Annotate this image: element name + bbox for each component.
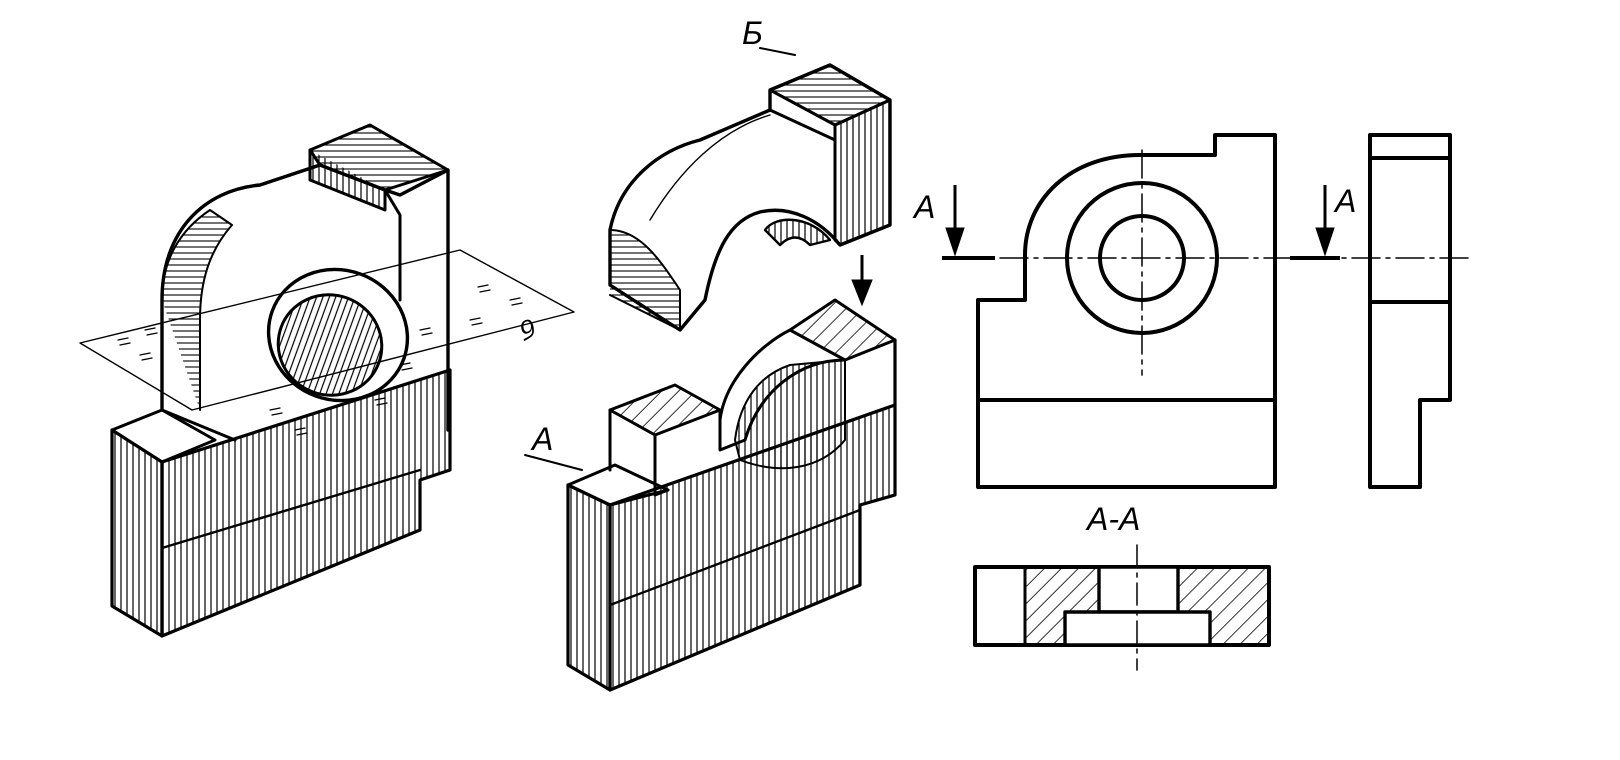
assembled-part-isometric: б	[79, 123, 575, 638]
section-bore	[1097, 565, 1180, 614]
lower-half-hatched-left	[608, 383, 722, 437]
upper-half-side	[833, 98, 892, 247]
lower-block-top	[110, 408, 217, 464]
assembly-arrow	[851, 255, 873, 307]
plane-marker-label: б	[515, 312, 540, 346]
cut-label-left: A	[912, 189, 935, 225]
part-bottom-label: A	[530, 421, 553, 457]
lower-half-front	[566, 483, 612, 692]
lower-half-isometric: A	[524, 298, 897, 692]
cutting-line-markers	[942, 185, 1340, 260]
side-view-outline	[1368, 133, 1452, 489]
lower-half-hatched-right	[788, 298, 897, 362]
upper-half-outline	[608, 63, 892, 332]
upper-half-isometric: Б	[608, 15, 892, 332]
side-view	[1368, 133, 1452, 489]
front-view	[976, 133, 1471, 489]
hole-outer-ring	[266, 267, 410, 403]
cutting-plane	[79, 249, 575, 411]
lower-block-side	[160, 368, 452, 638]
section-view	[973, 544, 1271, 671]
section-title: A-A	[1085, 501, 1140, 537]
lower-block-front	[110, 428, 164, 638]
hole-inner-ring	[276, 293, 384, 397]
cut-label-right: A	[1333, 183, 1356, 219]
front-view-outline	[976, 133, 1277, 489]
part-top-label: Б	[742, 15, 763, 51]
